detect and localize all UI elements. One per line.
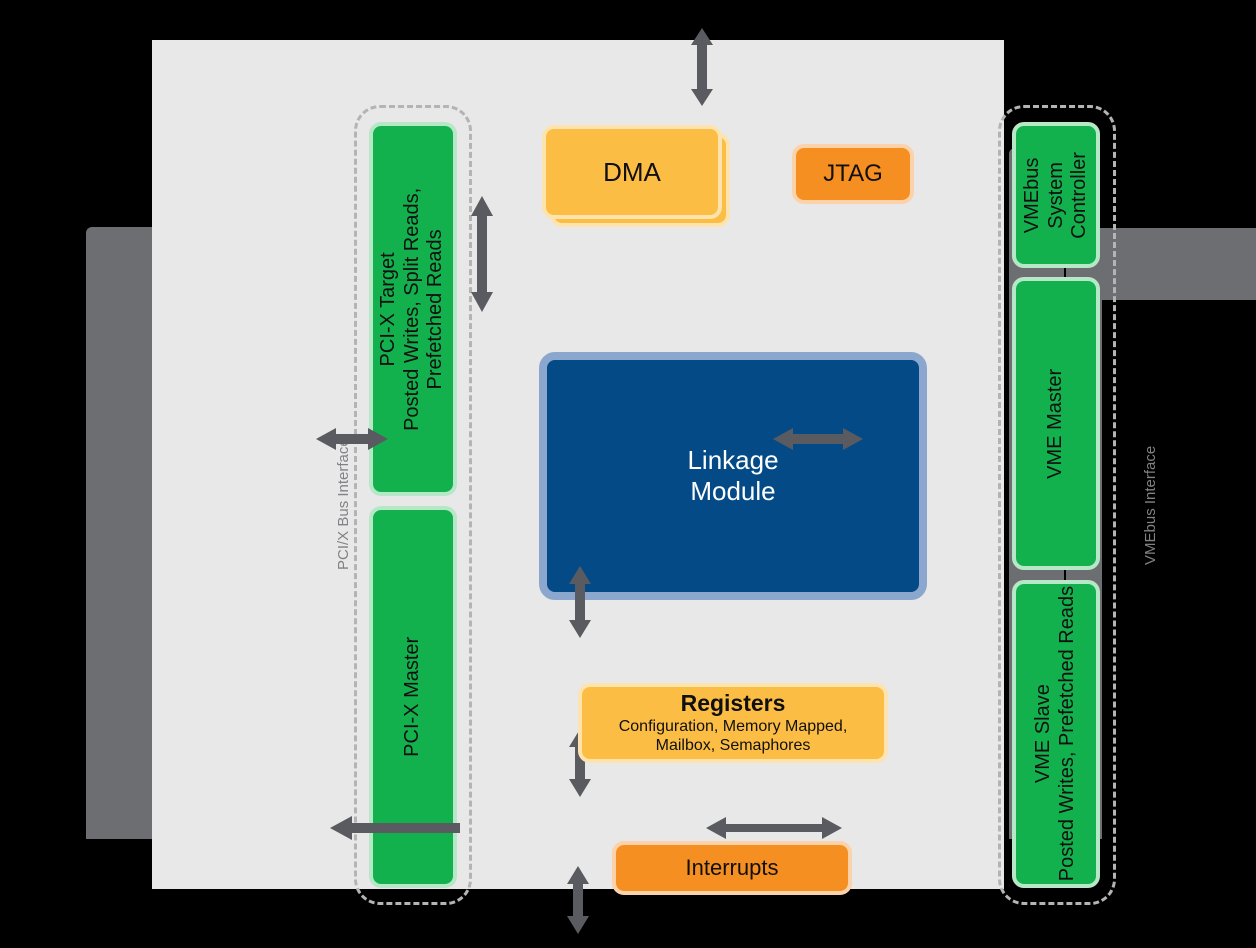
vmebus-interface-region (998, 105, 1116, 905)
node-interrupts[interactable]: Interrupts (612, 841, 852, 895)
arrow-dma-linkage (466, 196, 498, 312)
node-registers-title: Registers (680, 690, 786, 717)
node-vme-master-label: VME Master (1044, 368, 1067, 479)
arrow-linkage-registers (565, 566, 595, 638)
pci-bus-interface-region (354, 105, 472, 905)
node-jtag[interactable]: JTAG (792, 144, 914, 204)
node-registers[interactable]: Registers Configuration, Memory Mapped,M… (578, 683, 888, 763)
node-vme-master[interactable]: VME Master (1012, 277, 1100, 570)
node-dma-label: DMA (603, 156, 661, 187)
node-registers-text: Registers Configuration, Memory Mapped,M… (619, 690, 848, 756)
pci-bus-interface-label: PCI/X Bus Interface (335, 438, 352, 570)
arrow-interrupts-external (563, 866, 593, 934)
node-dma[interactable]: DMA (542, 125, 722, 219)
node-pci-x-master-label: PCI-X Master (401, 636, 424, 758)
arrow-interrupts-to-pci (330, 812, 460, 844)
node-jtag-label: JTAG (823, 159, 883, 187)
node-registers-subtitle: Configuration, Memory Mapped,Mailbox, Se… (618, 718, 848, 755)
vmebus-interface-label: VMEbus Interface (1142, 445, 1159, 565)
node-interrupts-label: Interrupts (685, 855, 779, 881)
arrow-interrupts-vme (706, 812, 842, 844)
arrow-pci-linkage (316, 423, 388, 455)
arrow-linkage-vme (773, 423, 863, 455)
arrow-jtag-external (686, 28, 718, 106)
